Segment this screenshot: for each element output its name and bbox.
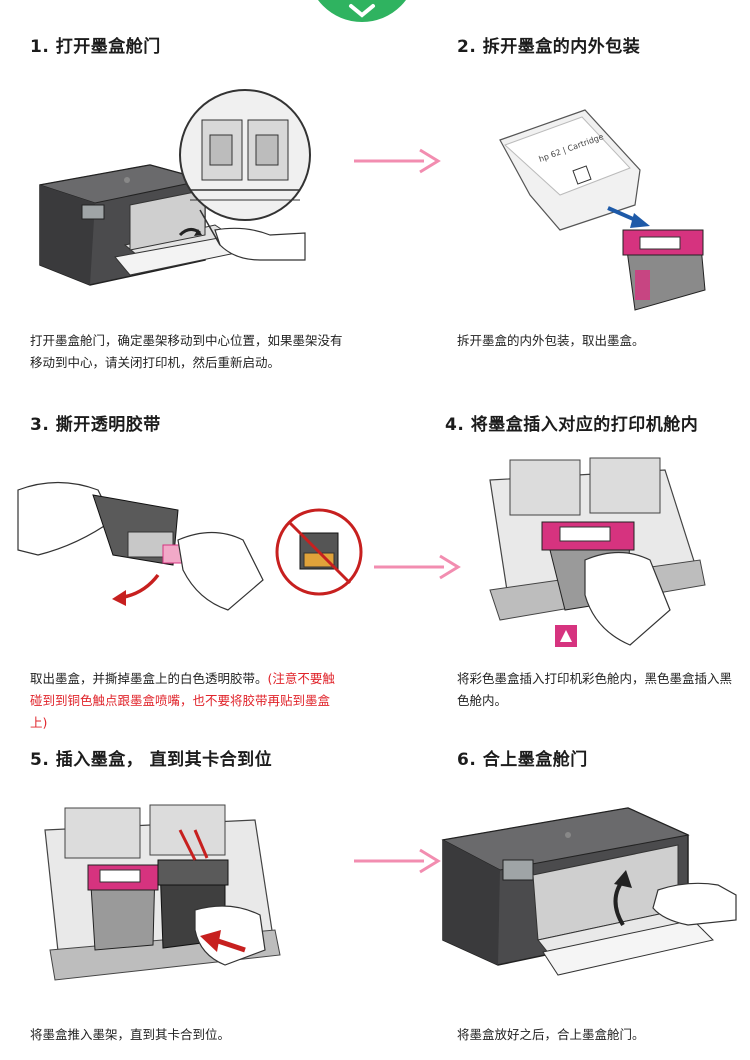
right-arrow-icon [354, 848, 441, 874]
step-4-illustration [489, 457, 706, 647]
step-2-description: 拆开墨盒的内外包装，取出墨盒。 [457, 333, 645, 348]
no-touch-icon [275, 508, 363, 596]
step-6-title: 6. 合上墨盒舱门 [457, 750, 588, 770]
checkmark-icon [349, 4, 375, 18]
right-arrow-icon [354, 148, 441, 174]
step-3-desc-text: 取出墨盒，并撕掉墨盒上的白色透明胶带。 [30, 671, 268, 686]
step-3-illustration [17, 481, 264, 611]
step-2-illustration: hp 62 | Cartridge [499, 109, 706, 311]
step-2-title: 2. 拆开墨盒的内外包装 [457, 37, 641, 57]
step-4-title: 4. 将墨盒插入对应的打印机舱内 [445, 415, 699, 435]
step-3-warning: (注意不要触碰到到铜色触点跟墨盒喷嘴，也不要将胶带再贴到墨盒上) [30, 671, 335, 730]
step-5-description: 将墨盒推入墨架，直到其卡合到位。 [30, 1027, 231, 1042]
step-6-description: 将墨盒放好之后，合上墨盒舱门。 [457, 1027, 645, 1042]
step-1-description: 打开墨盒舱门，确定墨架移动到中心位置，如果墨架没有移动到中心，请关闭打印机，然后… [30, 333, 343, 370]
step-1-illustration [39, 89, 311, 286]
step-5-illustration [44, 804, 281, 981]
step-4-description: 将彩色墨盒插入打印机彩色舱内，黑色墨盒插入黑色舱内。 [457, 671, 733, 708]
step-1-title: 1. 打开墨盒舱门 [30, 37, 161, 57]
step-3-description: 取出墨盒，并撕掉墨盒上的白色透明胶带。(注意不要触碰到到铜色触点跟墨盒喷嘴，也不… [30, 668, 335, 734]
top-badge [307, 0, 417, 22]
step-3-title: 3. 撕开透明胶带 [30, 415, 161, 435]
right-arrow-icon [374, 554, 461, 580]
step-5-title: 5. 插入墨盒， 直到其卡合到位 [30, 750, 273, 770]
step-6-illustration [441, 807, 737, 976]
